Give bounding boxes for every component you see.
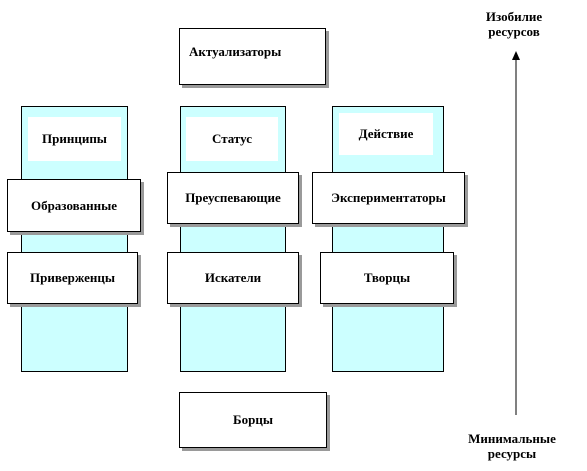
header-action-label: Действие bbox=[358, 126, 414, 141]
header-action: Действие bbox=[339, 113, 433, 155]
box-achievers-label: Преуспевающие bbox=[185, 190, 281, 205]
header-principles: Принципы bbox=[28, 117, 121, 161]
box-educated: Образованные bbox=[7, 179, 141, 232]
label-minimal-line1: Минимальные bbox=[468, 431, 556, 446]
resource-axis-arrowhead bbox=[512, 51, 520, 60]
box-believers: Приверженцы bbox=[7, 252, 138, 304]
label-minimal-resources: Минимальные ресурсы bbox=[452, 431, 572, 461]
label-abundant-resources: Изобилие ресурсов bbox=[464, 9, 564, 39]
header-status-label: Статус bbox=[211, 131, 252, 146]
box-achievers: Преуспевающие bbox=[167, 172, 299, 224]
box-makers: Творцы bbox=[320, 252, 454, 304]
box-experimenters-label: Экспериментаторы bbox=[331, 190, 446, 205]
box-actualizers: Актуализаторы bbox=[179, 28, 326, 85]
box-seekers-label: Искатели bbox=[204, 270, 262, 285]
box-makers-label: Творцы bbox=[363, 270, 411, 285]
box-strugglers: Борцы bbox=[179, 392, 327, 448]
label-abundant-line1: Изобилие bbox=[485, 9, 543, 24]
box-strugglers-label: Борцы bbox=[233, 412, 273, 427]
box-believers-label: Приверженцы bbox=[29, 270, 115, 285]
box-educated-label: Образованные bbox=[30, 197, 118, 213]
label-abundant-line2: ресурсов bbox=[488, 24, 540, 39]
box-experimenters: Экспериментаторы bbox=[312, 172, 465, 224]
box-actualizers-label: Актуализаторы bbox=[189, 44, 282, 59]
header-status: Статус bbox=[186, 117, 278, 161]
box-seekers: Искатели bbox=[167, 252, 299, 304]
label-minimal-line2: ресурсы bbox=[487, 446, 537, 461]
header-principles-label: Принципы bbox=[42, 131, 107, 146]
